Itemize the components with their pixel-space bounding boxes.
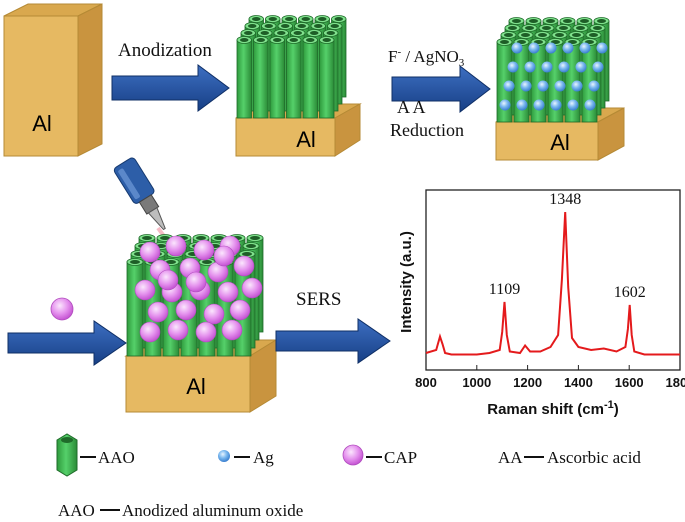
ag-nanoparticle [550, 99, 562, 111]
al-label-3: Al [550, 130, 570, 155]
ag-nanoparticle [541, 61, 553, 73]
aao-ag-block [495, 17, 625, 161]
arrow-anodization [111, 64, 230, 112]
cap-molecule [167, 319, 189, 341]
legend: AAO Ag CAP AA Ascorbic acid AAO Anodized… [56, 433, 641, 520]
ag-nanoparticle [588, 80, 600, 92]
ag-nanoparticle [499, 99, 511, 111]
x-tick-label: 1800 [666, 375, 685, 390]
peak-label: 1602 [614, 284, 646, 301]
ag-nanoparticle [537, 80, 549, 92]
cap-molecule [195, 321, 217, 343]
legend-aao-abbr: AAO [58, 501, 95, 520]
legend-aao-icon [56, 433, 78, 477]
ag-nanoparticle [567, 99, 579, 111]
legend-ag-text: Ag [253, 448, 274, 467]
legend-aao-text: AAO [98, 448, 135, 467]
arrow-sers [275, 318, 391, 364]
aao-pore-tube [319, 36, 335, 119]
aao-pore-tube [253, 36, 269, 119]
aao-pore-tube [286, 36, 302, 119]
y-axis-label: Intensity (a.u.) [398, 231, 415, 333]
legend-aa-full: Ascorbic acid [547, 448, 641, 467]
cap-molecule [157, 269, 179, 291]
reduction-label: Reduction [390, 120, 464, 140]
cap-molecule [185, 271, 207, 293]
arrow-reduction [391, 64, 491, 114]
al-label-1: Al [32, 111, 52, 136]
x-tick-label: 800 [415, 375, 437, 390]
legend-aao-full: Anodized aluminum oxide [122, 501, 303, 520]
x-tick-label: 1400 [564, 375, 593, 390]
anodization-label: Anodization [118, 40, 212, 61]
ag-nanoparticle [596, 42, 608, 54]
ag-nanoparticle [533, 99, 545, 111]
cap-molecule [233, 255, 255, 277]
peak-label: 1109 [489, 281, 520, 298]
raman-chart: 800 1000 1200 1400 1600 1800 1109 1348 1602 Int… [398, 189, 685, 418]
aao-pore-tube [126, 258, 144, 357]
cap-molecule [139, 321, 161, 343]
ag-nanoparticle [592, 61, 604, 73]
peak-label: 1348 [549, 191, 581, 208]
x-tick-label: 1600 [615, 375, 644, 390]
aao-pore-tube [236, 36, 252, 119]
ag-nanoparticle [528, 42, 540, 54]
cap-molecule [229, 299, 251, 321]
ag-nanoparticle [584, 99, 596, 111]
sers-label: SERS [296, 289, 341, 310]
x-axis-label: Raman shift (cm-1) [487, 399, 618, 418]
cap-molecule [175, 299, 197, 321]
ag-nanoparticle [575, 61, 587, 73]
cap-molecule [139, 241, 161, 263]
legend-cap-icon [342, 444, 364, 466]
al-label-4: Al [186, 374, 206, 399]
aa-step-label: A A [397, 97, 426, 117]
cap-molecule [147, 301, 169, 323]
legend-aa-abbr: AA [498, 448, 523, 467]
ag-nanoparticle [562, 42, 574, 54]
ag-nanoparticle [545, 42, 557, 54]
cap-molecule [203, 303, 225, 325]
cap-molecule [221, 319, 243, 341]
al-label-2: Al [296, 127, 316, 152]
x-tick-label: 1200 [513, 375, 542, 390]
aao-pore-tube [302, 36, 318, 119]
ag-nanoparticle [558, 61, 570, 73]
aao-cap-block [124, 234, 278, 413]
arrow-adsorption [7, 320, 127, 366]
ag-nanoparticle [511, 42, 523, 54]
ag-nanoparticle [516, 99, 528, 111]
cap-molecule [217, 281, 239, 303]
aao-pore-tube [269, 36, 285, 119]
al-block-plain [3, 3, 103, 157]
cap-molecule [134, 279, 156, 301]
ag-nanoparticle [571, 80, 583, 92]
ag-nanoparticle [579, 42, 591, 54]
plot-frame [425, 189, 681, 371]
cap-molecule [241, 277, 263, 299]
x-tick-label: 1000 [462, 375, 491, 390]
aao-block-1 [235, 15, 362, 157]
legend-cap-text: CAP [384, 448, 417, 467]
legend-ag-icon [218, 450, 230, 462]
ag-nanoparticle [507, 61, 519, 73]
ag-nanoparticle [554, 80, 566, 92]
ag-nanoparticle [524, 61, 536, 73]
pipette-icon [113, 157, 166, 231]
reagent-label: F- / AgNO3 [388, 46, 465, 69]
spectrum-line [425, 211, 680, 356]
ag-nanoparticle [520, 80, 532, 92]
ag-nanoparticle [503, 80, 515, 92]
cap-molecule [165, 235, 187, 257]
cap-molecule-incoming [50, 297, 74, 321]
cap-molecule [213, 245, 235, 267]
cap-molecule [193, 239, 215, 261]
